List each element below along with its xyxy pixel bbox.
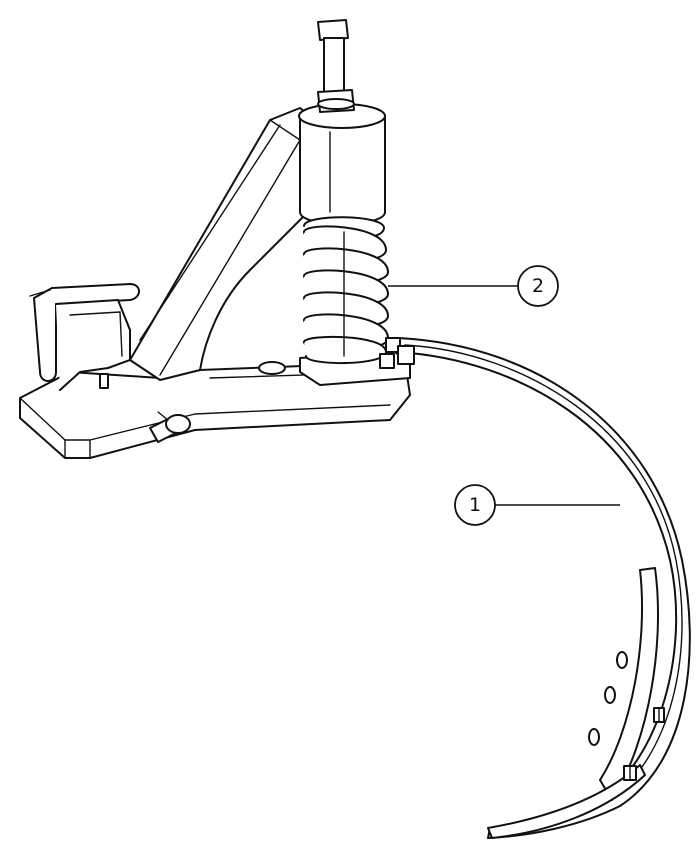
frame-clamp bbox=[19, 361, 411, 459]
callout-circle-1 bbox=[454, 484, 496, 526]
adjustment-bolt bbox=[317, 19, 355, 113]
coil-spring bbox=[303, 216, 389, 365]
callout-1: 1 bbox=[454, 484, 620, 526]
callout-2: 2 bbox=[388, 265, 559, 307]
point-bolt-lower bbox=[623, 765, 637, 781]
point-bolt-upper bbox=[653, 707, 665, 723]
u-bolt-clamp bbox=[29, 283, 140, 391]
callout-label-1: 1 bbox=[469, 494, 481, 516]
spring-nuts bbox=[379, 337, 415, 369]
locking-pin bbox=[149, 411, 191, 443]
callout-label-2: 2 bbox=[532, 275, 544, 297]
spring-housing bbox=[298, 103, 386, 225]
shank-point bbox=[487, 567, 665, 839]
callout-circle-2 bbox=[517, 265, 559, 307]
curved-shank bbox=[397, 337, 691, 839]
